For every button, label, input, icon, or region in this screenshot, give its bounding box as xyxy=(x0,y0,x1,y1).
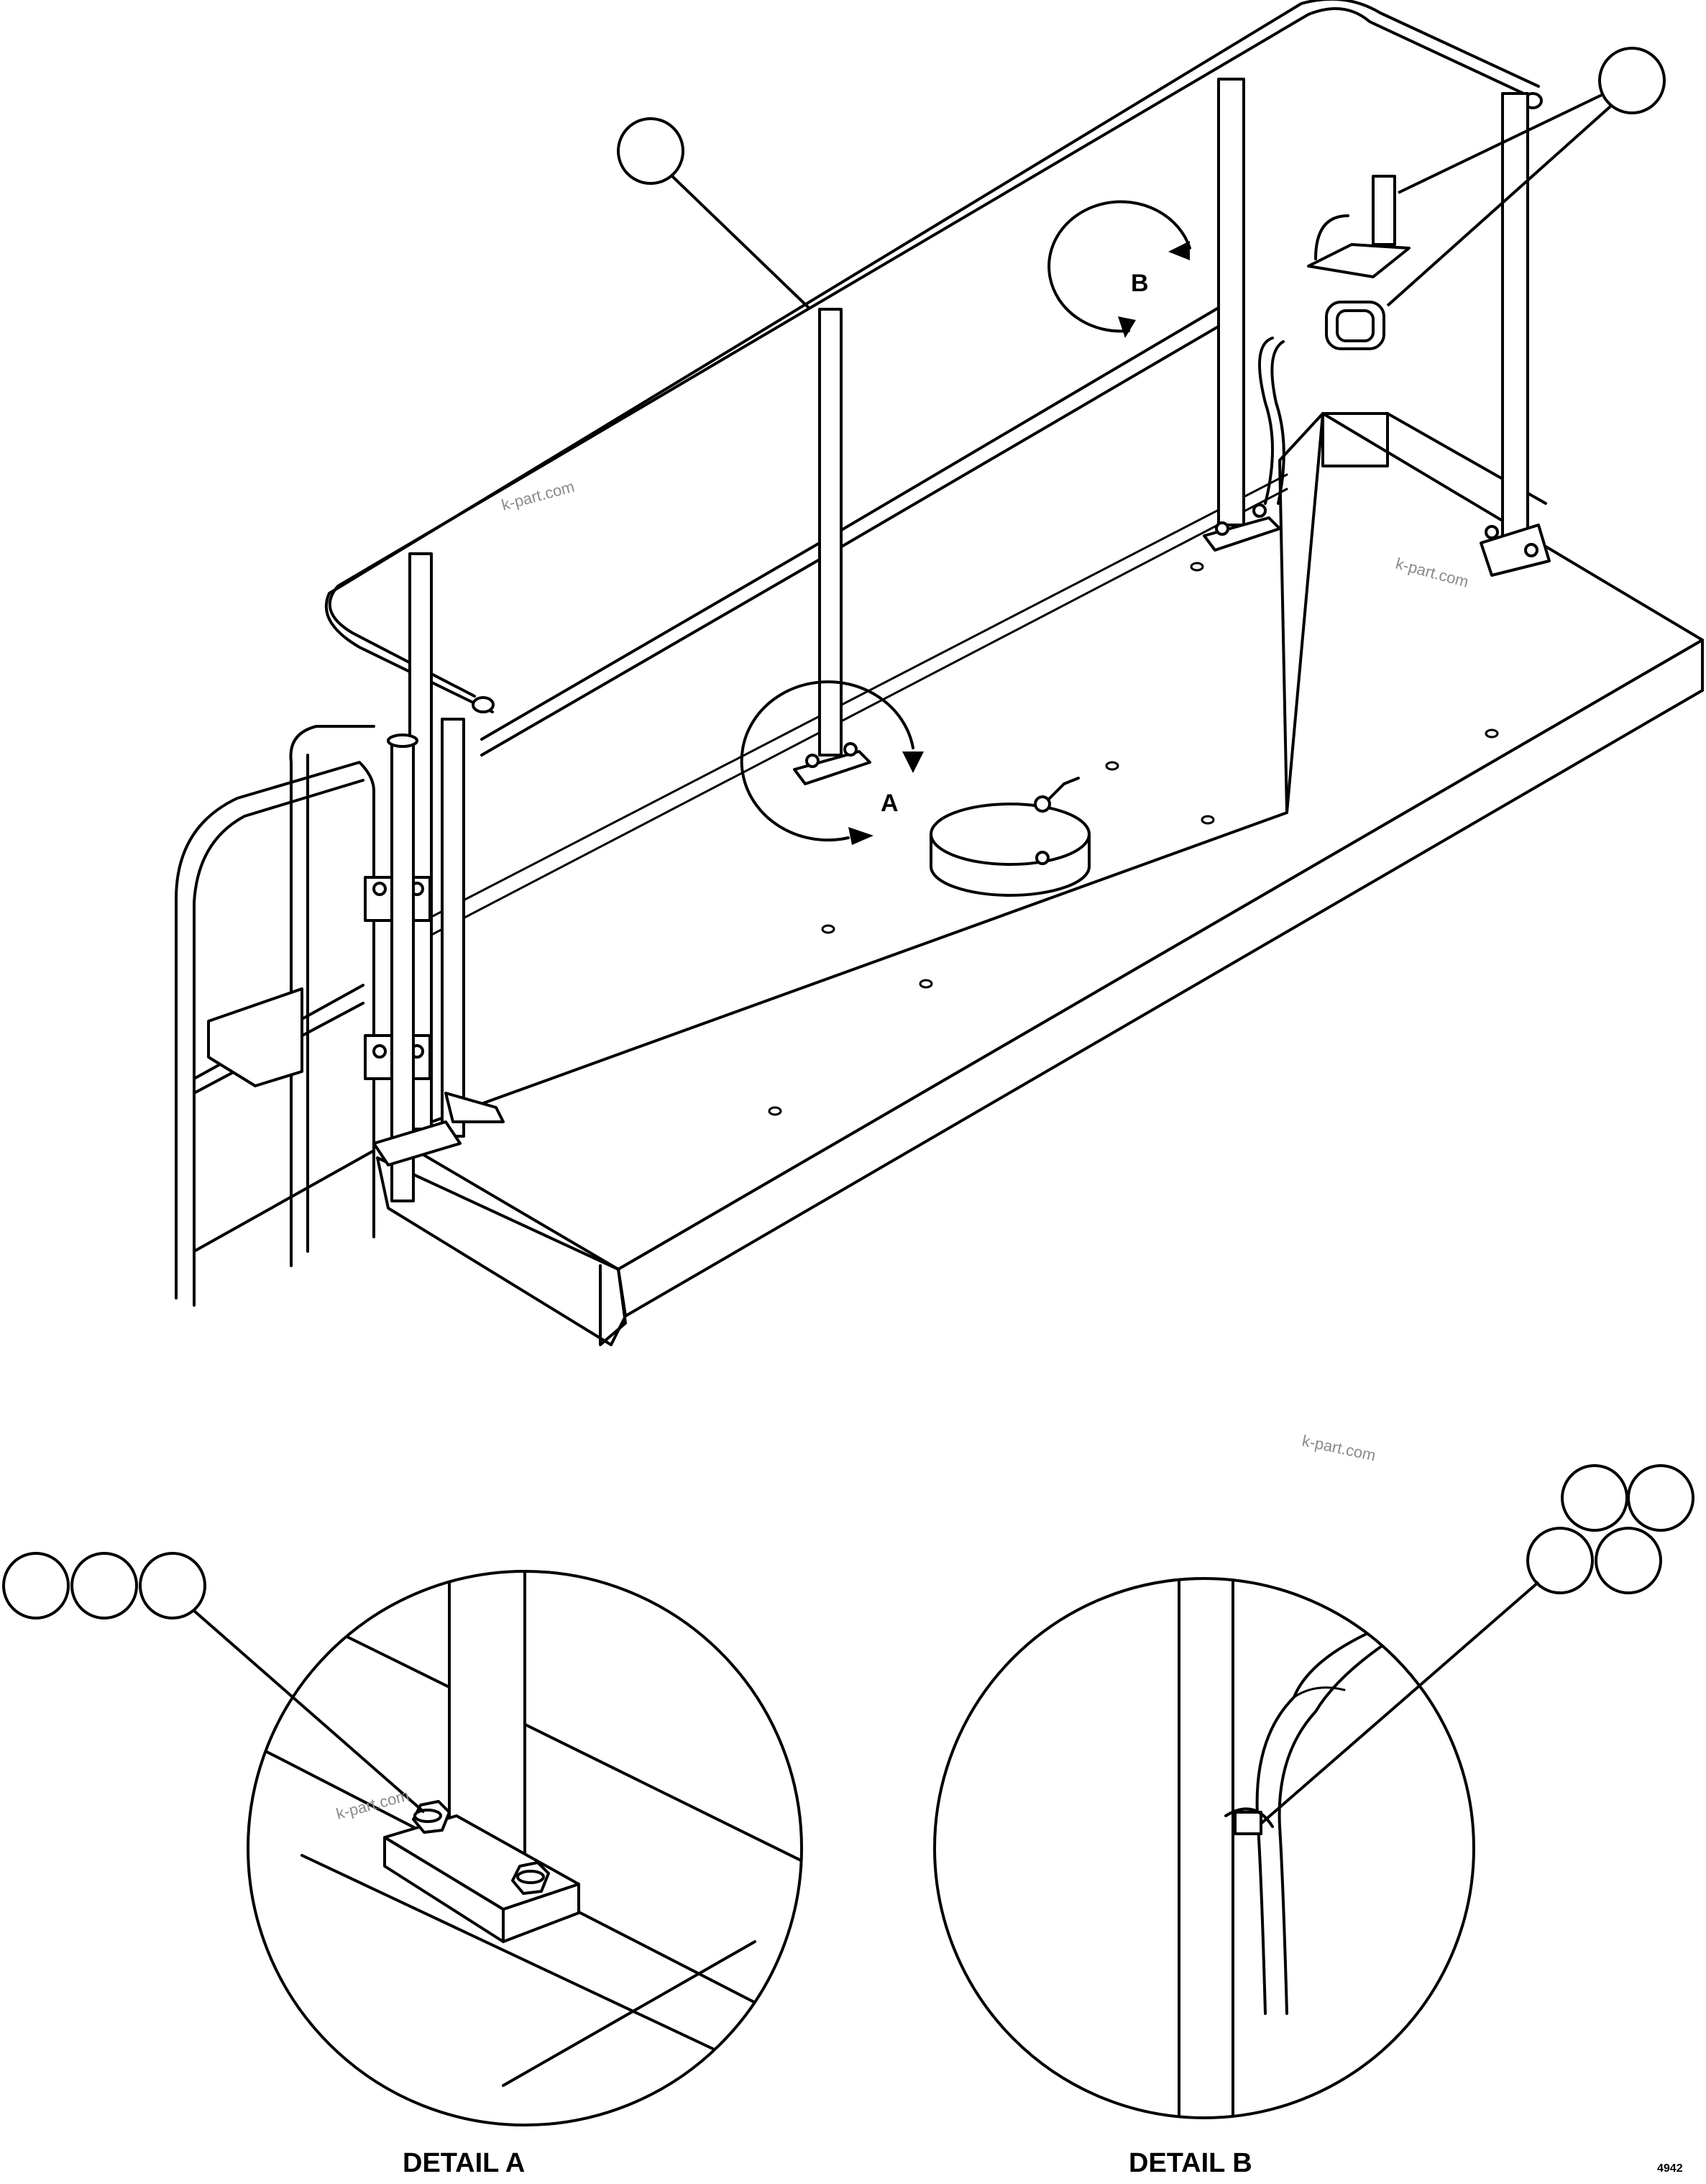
item-bubbles-detail-b xyxy=(1260,1464,1694,1824)
hatch-cover xyxy=(930,777,1091,897)
watermark: k-part.com xyxy=(1301,1431,1377,1464)
item-bubble-cable-clamp xyxy=(1595,1527,1662,1594)
detail-b-title: DETAIL B xyxy=(1129,2148,1252,2178)
platform-deck xyxy=(376,412,1704,1346)
main-isometric-view: A B k-part.com k-part.com xyxy=(175,0,1704,1346)
detail-a-title: DETAIL A xyxy=(403,2148,525,2178)
item-bubble-bolt xyxy=(2,1552,70,1619)
detail-b-view: k-part.com DETAIL B xyxy=(933,1431,1694,2178)
item-bubble-washer xyxy=(70,1552,138,1619)
item-bubbles-main xyxy=(617,47,1666,309)
detail-b-callout-letter: B xyxy=(1131,270,1149,297)
detail-a-callout: A xyxy=(740,680,924,845)
item-bubbles-detail-a xyxy=(2,1552,426,1814)
gate-frame xyxy=(175,725,505,1307)
figure-code: 4942 xyxy=(1657,2162,1683,2175)
item-bubble-screw xyxy=(1627,1464,1694,1532)
item-bubble-nut xyxy=(139,1552,206,1619)
item-bubble-cable-tie xyxy=(1526,1527,1594,1594)
detail-b-callout: B xyxy=(1047,200,1191,338)
item-bubble-handrail xyxy=(617,117,684,185)
detail-a-view: k-part.com DETAIL A xyxy=(2,1552,803,2178)
detail-a-callout-letter: A xyxy=(881,790,899,817)
work-light-assembly xyxy=(1258,175,1411,505)
item-bubble-light xyxy=(1598,47,1666,114)
item-bubble-clip xyxy=(1561,1464,1628,1532)
